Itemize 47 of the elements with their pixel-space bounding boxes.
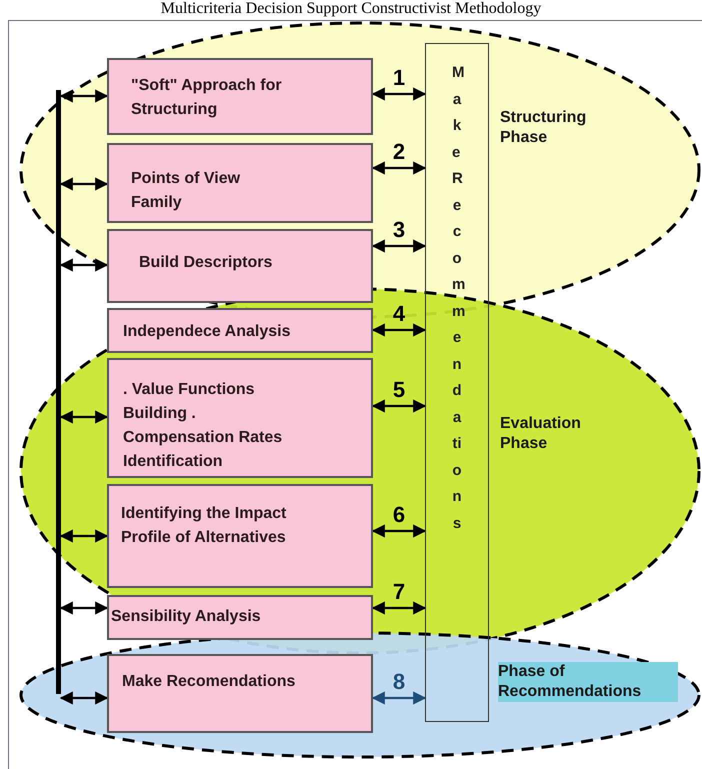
double-arrow (60, 177, 108, 191)
double-arrow (60, 410, 108, 424)
double-arrow (372, 239, 426, 253)
double-arrow (372, 87, 426, 101)
step-label: Points of View Family (131, 169, 242, 213)
double-arrow (60, 601, 108, 615)
double-arrow (372, 399, 426, 413)
double-arrow (60, 691, 108, 705)
step-label: Build Descriptors (139, 253, 274, 273)
double-arrow (372, 323, 426, 337)
step-box (107, 358, 373, 478)
edge-label: 8 (392, 670, 406, 694)
phase-label: Evaluation Phase (500, 414, 582, 454)
step-box (107, 143, 373, 223)
step-box (107, 595, 373, 640)
double-arrow (372, 524, 426, 538)
phase-label: Phase of Recommendations (498, 662, 678, 702)
edge-label: 6 (392, 503, 406, 527)
step-box (107, 308, 373, 353)
step-box (107, 58, 373, 135)
edge-label: 3 (392, 218, 406, 242)
edge-label: 5 (392, 378, 406, 402)
double-arrow (372, 691, 426, 705)
edge-label: 4 (392, 302, 406, 326)
step-box (107, 484, 373, 588)
phase-ellipse (18, 630, 702, 760)
phase-label: Structuring Phase (500, 108, 588, 148)
step-label: Independece Analysis (123, 322, 292, 342)
step-box (107, 654, 373, 733)
double-arrow (60, 529, 108, 543)
edge-label: 1 (392, 66, 406, 90)
step-box (107, 229, 373, 303)
step-label: Make Recomendations (122, 672, 296, 692)
edge-label: 7 (392, 580, 406, 604)
step-label: Identifying the Impact Profile of Alternatives (121, 504, 288, 548)
double-arrow (60, 258, 108, 272)
double-arrow (372, 601, 426, 615)
double-arrow (60, 89, 108, 103)
step-label: . Value Functions Building . Compensation Rates Identification (123, 380, 284, 472)
double-arrow (372, 161, 426, 175)
step-label: "Soft" Approach for Structuring (131, 76, 283, 120)
vertical-box (425, 43, 489, 722)
bus-bar (56, 90, 61, 694)
title: Multicriteria Decision Support Constructivist Methodology (160, 0, 542, 18)
vertical-label: Make Recommendations (452, 63, 462, 534)
edge-label: 2 (392, 140, 406, 164)
step-label: Sensibility Analysis (111, 607, 262, 627)
